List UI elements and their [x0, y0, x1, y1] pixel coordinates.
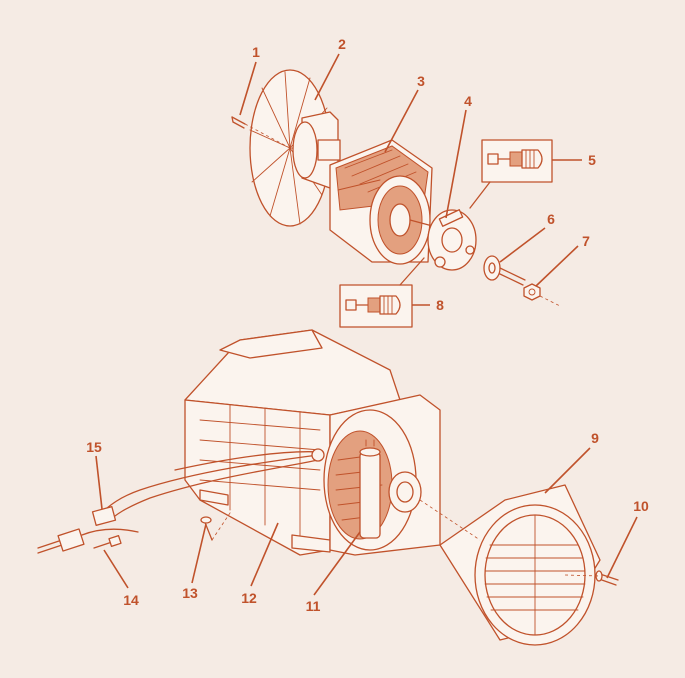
callout-10: 10 — [633, 498, 649, 514]
callout-2: 2 — [338, 36, 346, 52]
callout-6: 6 — [547, 211, 555, 227]
part-1-bolt[interactable] — [231, 116, 246, 129]
callout-9: 9 — [591, 430, 599, 446]
callout-14: 14 — [123, 592, 139, 608]
callout-5: 5 — [588, 152, 596, 168]
part-11-capacitor[interactable] — [359, 439, 381, 539]
callout-11: 11 — [306, 598, 321, 614]
part-6-bearing[interactable] — [483, 255, 526, 286]
callout-15: 15 — [86, 439, 102, 455]
part-14-plug[interactable] — [37, 528, 139, 554]
part-9-end-cover[interactable] — [439, 484, 601, 646]
part-12-housing[interactable] — [184, 329, 441, 556]
callout-7: 7 — [582, 233, 590, 249]
callout-8: 8 — [436, 297, 444, 313]
leader-lines — [95, 53, 638, 596]
part-2-fan[interactable] — [249, 69, 341, 227]
part-7-nut[interactable] — [523, 283, 541, 301]
part-13-screw[interactable] — [200, 516, 213, 541]
part-15-wiring-harness[interactable] — [91, 448, 325, 526]
callout-3: 3 — [417, 73, 425, 89]
part-8-brush-inset[interactable] — [339, 257, 425, 328]
assembly-lines — [211, 123, 601, 577]
callout-13: 13 — [182, 585, 198, 601]
callout-1: 1 — [252, 44, 260, 60]
part-3-armature[interactable] — [329, 139, 441, 265]
part-4-brush-holder[interactable] — [427, 209, 477, 271]
part-10-screw[interactable] — [595, 570, 619, 586]
callout-12: 12 — [241, 590, 257, 606]
callout-labels: 1 2 3 4 5 6 7 8 9 10 11 12 13 14 15 — [86, 36, 649, 614]
part-5-brush-inset[interactable] — [469, 139, 553, 209]
callout-4: 4 — [464, 93, 472, 109]
